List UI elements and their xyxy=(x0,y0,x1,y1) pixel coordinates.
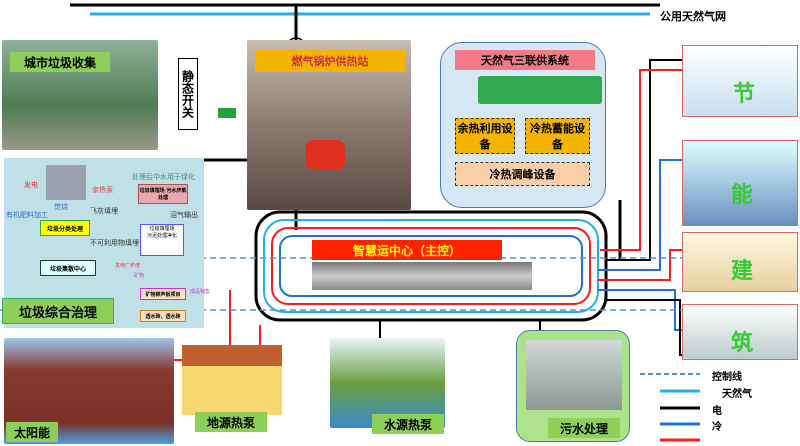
peak-equipment: 冷热调峰设备 xyxy=(455,162,590,186)
building-3: 建 xyxy=(682,232,798,292)
cchp-title: 天然气三联供系统 xyxy=(455,50,595,70)
sewage-photo xyxy=(526,340,622,410)
incinerator-icon xyxy=(46,165,86,200)
legend-power: 电 xyxy=(712,406,722,417)
label-burn: 焚烧 xyxy=(54,203,68,211)
landfill-sewage: 垃圾填埋场 污水厌氧处理 xyxy=(138,184,188,204)
solar-title: 太阳能 xyxy=(6,422,58,442)
label-biogas: 沼气输出 xyxy=(170,211,198,219)
waste-heat-equipment: 余热利用设备 xyxy=(455,118,515,154)
label-residue: 余热汞 xyxy=(92,186,113,194)
building-4: 筑 xyxy=(682,304,798,360)
label-mineral: 矿物 xyxy=(134,273,145,279)
house-icon xyxy=(182,345,282,415)
water-source-photo xyxy=(330,338,445,428)
waste-hub: 垃圾集散中心 xyxy=(40,260,96,276)
switch-indicator xyxy=(218,108,236,118)
boiler-title: 燃气锅炉供热站 xyxy=(255,50,405,72)
building-2: 能 xyxy=(682,140,798,226)
brick: 透水砖、透水砖 xyxy=(140,310,186,322)
static-switch: 静态开关 xyxy=(178,58,198,130)
landfill-sludge: 垃圾填埋场污泥处理净化 xyxy=(140,224,184,256)
legend-cold: 冷 xyxy=(712,422,722,433)
label-sale: 成品销售 xyxy=(190,289,211,295)
mineral-board: 矿物棉声板项目 xyxy=(140,288,186,300)
waste-sorting: 垃圾分类处理 xyxy=(40,220,90,236)
waste-mgmt-title: 垃圾综合治理 xyxy=(2,298,114,324)
legend-gas: 天然气 xyxy=(722,389,752,400)
sewage-title: 污水处理 xyxy=(548,418,620,438)
ground-source-title: 地源热泵 xyxy=(195,412,267,432)
control-center-title: 智慧运中心（主控） xyxy=(312,240,502,260)
gas-grid-label: 公用天然气网 xyxy=(660,10,726,23)
generator-unit xyxy=(478,76,602,104)
building-1: 节 xyxy=(682,45,798,117)
label-slag: 发电厂炉渣 xyxy=(115,263,141,269)
control-room-photo xyxy=(312,262,532,290)
label-ash: 飞灰填埋 xyxy=(90,207,118,215)
label-fertilizer: 有机肥料加工 xyxy=(6,211,48,219)
label-nonuse: 不可利用物填埋 xyxy=(90,239,139,247)
waste-collection-title: 城市垃圾收集 xyxy=(10,52,110,72)
label-power: 发电 xyxy=(24,181,38,189)
legend-control: 控制线 xyxy=(712,372,742,383)
burner-icon xyxy=(305,140,345,170)
cold-storage-equipment: 冷热蓄能设备 xyxy=(525,118,590,154)
label-reuse: 处理后中水用于绿化 xyxy=(132,173,195,181)
water-source-title: 水源热泵 xyxy=(372,414,444,434)
legend-lines xyxy=(640,373,700,442)
